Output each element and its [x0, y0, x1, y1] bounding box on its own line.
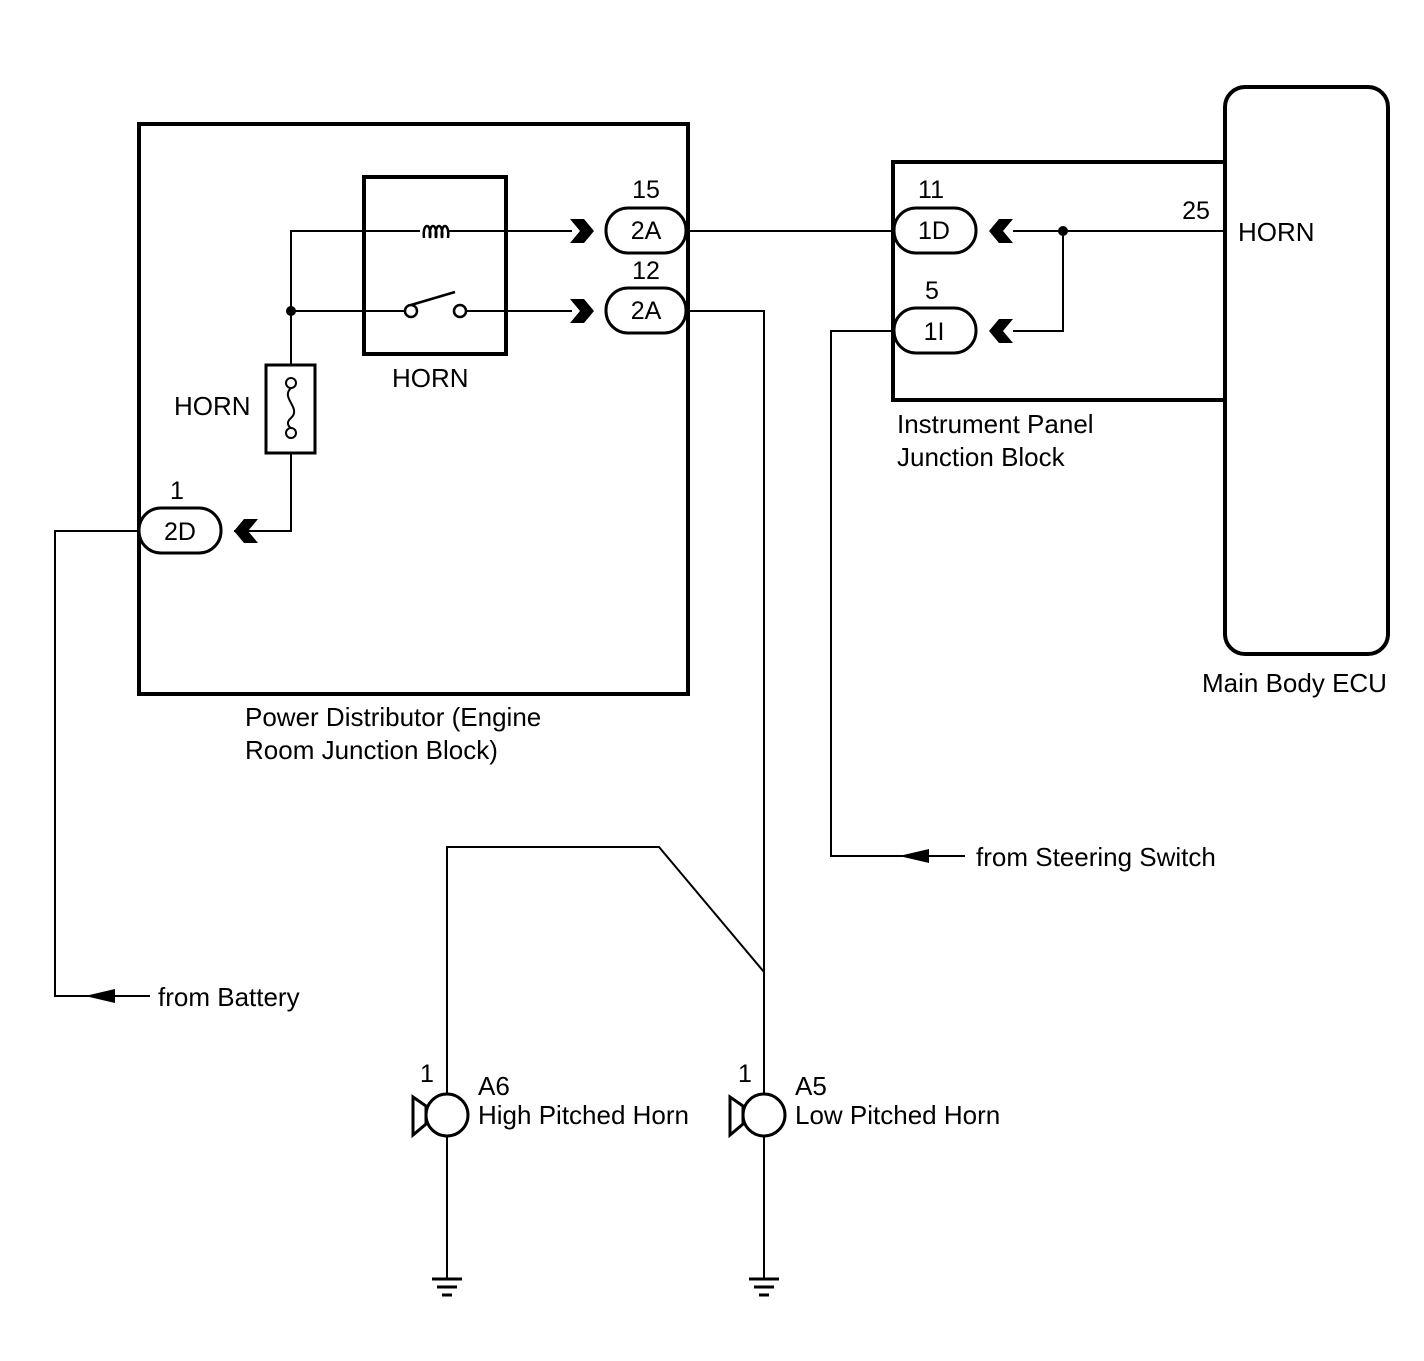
low-pitched-horn: 1 A5 Low Pitched Horn	[728, 1060, 1000, 1297]
battery-arrow-icon	[85, 989, 115, 1003]
relay-switch-icon	[403, 290, 468, 319]
instrument-panel-junction-box	[891, 160, 1225, 402]
relay-coil-icon	[422, 224, 450, 239]
fuse-icon	[285, 377, 297, 439]
svg-text:High Pitched Horn: High Pitched Horn	[478, 1100, 689, 1130]
instrument-panel-wiring	[1013, 226, 1225, 332]
svg-text:5: 5	[925, 277, 939, 305]
instrument-panel-label-1: Instrument Panel	[897, 409, 1094, 439]
svg-text:2D: 2D	[164, 518, 196, 546]
connector-1i-pin5: 1I 5	[892, 277, 1013, 355]
horn-icon	[411, 1092, 470, 1139]
svg-text:12: 12	[632, 257, 660, 285]
connector-2d-pin1: 2D 1	[137, 477, 258, 555]
horn-relay-label: HORN	[392, 363, 469, 393]
power-distributor-label-1: Power Distributor (Engine	[245, 702, 541, 732]
svg-text:11: 11	[918, 176, 944, 204]
horn-icon	[728, 1092, 787, 1139]
svg-text:2A: 2A	[631, 217, 662, 245]
svg-text:1I: 1I	[924, 318, 945, 346]
main-body-ecu-label: Main Body ECU	[1202, 668, 1387, 698]
power-distributor-box	[137, 122, 690, 696]
external-wiring	[54, 230, 965, 1094]
connector-1d-pin11: 1D 11	[892, 176, 1013, 255]
svg-text:A6: A6	[478, 1071, 510, 1101]
power-distributor-wiring	[234, 230, 572, 532]
svg-text:15: 15	[632, 176, 660, 204]
svg-text:1: 1	[420, 1060, 434, 1088]
ecu-horn-terminal: HORN	[1238, 217, 1315, 247]
steering-arrow-icon	[899, 849, 929, 863]
instrument-panel-label-2: Junction Block	[897, 442, 1066, 472]
from-battery-label: from Battery	[158, 982, 300, 1012]
svg-text:A5: A5	[795, 1071, 827, 1101]
high-pitched-horn: 1 A6 High Pitched Horn	[411, 1060, 689, 1297]
svg-text:2A: 2A	[631, 297, 662, 325]
svg-text:1D: 1D	[918, 217, 950, 245]
svg-text:1: 1	[738, 1060, 752, 1088]
from-steering-switch-label: from Steering Switch	[976, 842, 1216, 872]
ground-icon	[749, 1277, 779, 1297]
power-distributor-label-2: Room Junction Block)	[245, 735, 498, 765]
svg-text:Low Pitched Horn: Low Pitched Horn	[795, 1100, 1000, 1130]
ecu-horn-pin: 25	[1182, 197, 1210, 225]
main-body-ecu-box	[1223, 85, 1390, 656]
horn-relay-box	[362, 175, 508, 356]
connector-2a-pin15: 2A 15	[570, 176, 688, 255]
connector-2a-pin12: 2A 12	[570, 257, 688, 335]
svg-text:1: 1	[170, 477, 184, 505]
horn-fuse-label: HORN	[174, 391, 251, 421]
ground-icon	[432, 1277, 462, 1297]
